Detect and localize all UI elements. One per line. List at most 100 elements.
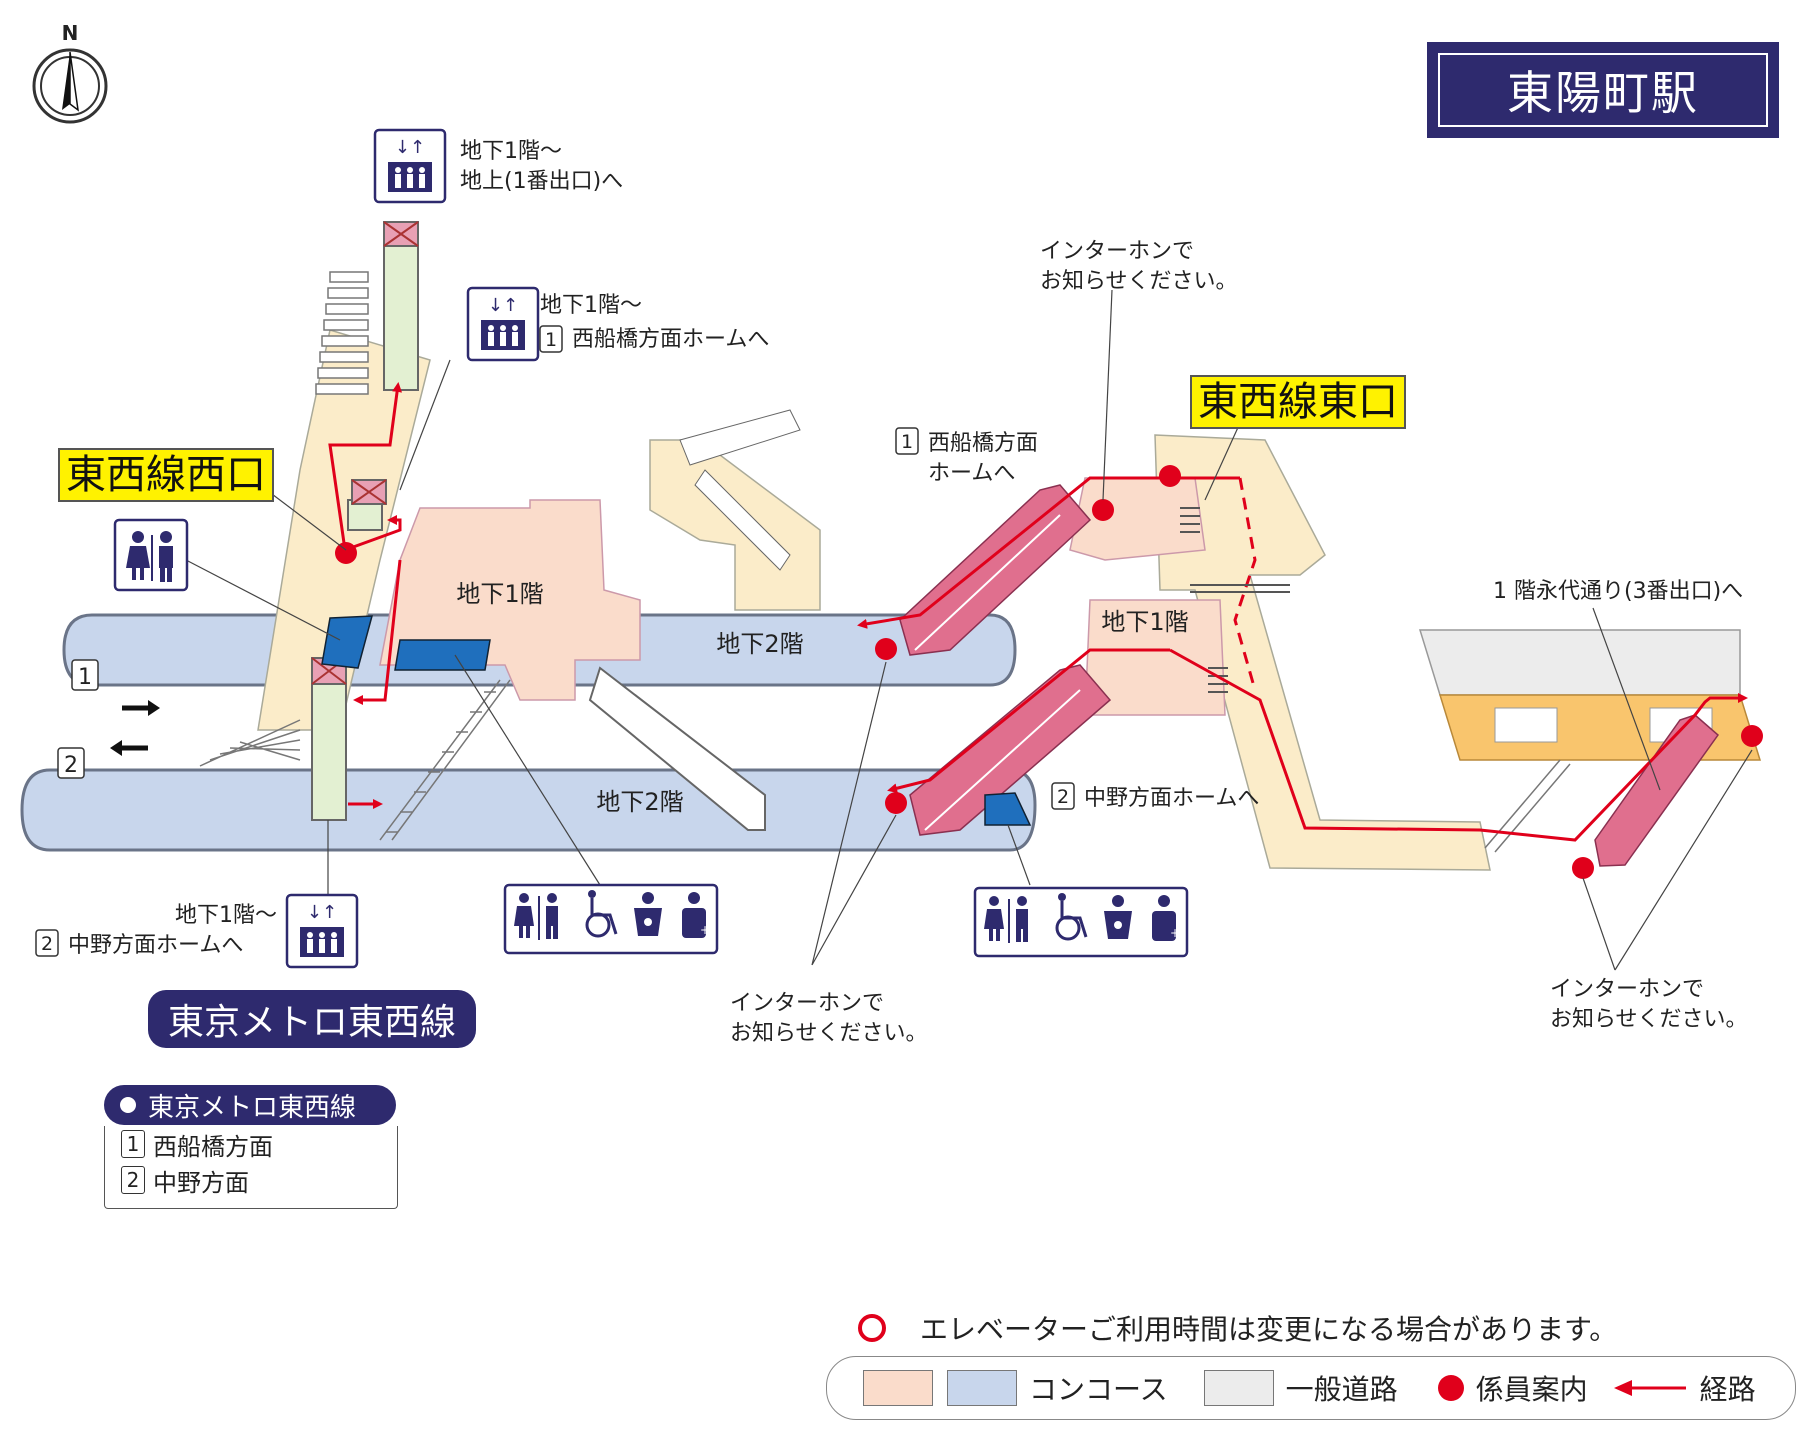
street-exit-text: 1 階永代通り(3番出口)へ [1493, 579, 1743, 604]
line-name-pill: 東京メトロ東西線 [148, 990, 476, 1048]
elevator-icon-top: ↓↑ [373, 128, 447, 204]
platform2-text: 中野方面ホームへ [1084, 786, 1259, 811]
stairs-center-down [379, 679, 511, 841]
elevator-icon-bottom: ↓↑ [285, 893, 359, 969]
elev-bottom-line2: 中野方面ホームへ [68, 933, 243, 958]
east-corridor [1154, 434, 1491, 871]
route-east-corridor [1169, 648, 1748, 842]
staff-dot-east-4 [885, 792, 907, 814]
toilet-icon-west [113, 518, 189, 592]
direction-row: 1 西船橋方面 [121, 1126, 397, 1162]
road-swatch [1203, 1370, 1274, 1406]
concourse-blue-swatch [947, 1370, 1017, 1406]
svg-text:+: + [700, 923, 710, 937]
line-dot-icon [120, 1097, 136, 1113]
route-west-mid [344, 515, 402, 552]
dashed-gate-line [1233, 477, 1257, 691]
elev-mid-num: 1 [545, 329, 557, 351]
elevator-note-text: エレベーターご利用時間は変更になる場合があります。 [920, 1313, 1618, 1346]
route-east-north [857, 476, 1170, 629]
escalator-east-north [899, 484, 1092, 656]
facility-icons-center: + [503, 883, 719, 955]
toilet-block-west [321, 615, 373, 669]
num-box-platform2 [1051, 782, 1075, 810]
staff-dot-east-2 [1092, 499, 1114, 521]
elevator-shaft-bottom [311, 657, 347, 821]
route-arrow-icon [1613, 1380, 1686, 1396]
facility-icons-east: + [973, 886, 1189, 958]
num-box-platform1 [895, 427, 919, 455]
route-west-down [353, 559, 402, 705]
platform1-line1: 西船橋方面 [928, 431, 1038, 456]
wheelchair-icon [585, 898, 618, 938]
elevator-note: エレベーターご利用時間は変更になる場合があります。 [858, 1308, 1617, 1348]
line-legend-title: 東京メトロ東西線 [148, 1092, 357, 1123]
escalator-street [1594, 714, 1720, 867]
svg-text:2: 2 [64, 753, 78, 778]
num-box-elev-mid [539, 325, 563, 353]
level-label-b1-west: 地下1階 [456, 580, 543, 608]
east-b1-upper [1069, 477, 1206, 561]
level-label-b1-east: 地下1階 [1101, 608, 1188, 636]
stairs-west-south [199, 719, 301, 767]
intercom-top-line2: お知らせください。 [1040, 269, 1238, 294]
staff-dot-west [335, 542, 357, 564]
station-name: 東陽町駅 [1507, 66, 1699, 120]
track-number-2: 2 [57, 747, 85, 779]
staff-dot-street-1 [1741, 725, 1763, 747]
route-east-south [887, 648, 1170, 794]
elev-bottom-line1: 地下1階〜 [175, 903, 277, 928]
ostomate-icon: + [682, 892, 710, 938]
staff-dot-icon [1437, 1375, 1464, 1401]
elev-mid-line1: 地下1階〜 [540, 293, 642, 318]
svg-text:1: 1 [78, 665, 92, 690]
staff-dot-east-3 [875, 638, 897, 660]
level-label-b2-north: 地下2階 [716, 630, 803, 658]
road-area [1418, 629, 1741, 696]
platform1-num: 1 [901, 431, 913, 453]
platform1-line2: ホームへ [928, 461, 1015, 486]
level-label-b2-south: 地下2階 [596, 788, 683, 816]
intercom-right-line2: お知らせください。 [1550, 1007, 1748, 1032]
elevator-icon-mid: ↓↑ [466, 286, 540, 362]
legend-staff: 係員案内 [1475, 1373, 1588, 1406]
svg-text:↓↑: ↓↑ [395, 137, 425, 158]
direction-label: 西船橋方面 [153, 1132, 273, 1161]
intercom-right-line1: インターホンで [1550, 977, 1704, 1002]
east-exit-label: 東西線東口 [1190, 375, 1406, 429]
station-title: 東陽町駅 [1427, 42, 1779, 138]
track-number-1: 1 [71, 659, 99, 691]
stairs-north-island [649, 409, 821, 611]
direction-legend: 1 西船橋方面 2 中野方面 [104, 1126, 398, 1209]
svg-text:+: + [1170, 926, 1180, 940]
legend-route: 経路 [1699, 1373, 1756, 1406]
intercom-top-line1: インターホンで [1040, 239, 1194, 264]
elev-top-line1: 地下1階〜 [460, 139, 562, 164]
legend-road: 一般道路 [1285, 1373, 1398, 1406]
route-west-up [328, 382, 403, 551]
staff-dot-street-2 [1572, 857, 1594, 879]
toilet-block-center [394, 639, 491, 671]
compass-icon: N [32, 21, 108, 124]
intercom-mid-line1: インターホンで [730, 991, 884, 1016]
escalator-west-b1-b2 [588, 666, 766, 831]
legend-concourse: コンコース [1029, 1373, 1168, 1406]
fare-gates-east [1180, 507, 1290, 693]
staff-dot-east-1 [1159, 465, 1181, 487]
line-legend-header: 東京メトロ東西線 [104, 1085, 396, 1125]
direction-arrows [110, 700, 160, 756]
num-box-elev-bottom [35, 929, 59, 957]
platform2-num: 2 [1057, 786, 1069, 808]
stairs-west-north [315, 271, 369, 395]
elev-top-line2: 地上(1番出口)へ [460, 169, 623, 194]
intercom-mid-line2: お知らせください。 [730, 1021, 928, 1046]
elevator-ring-icon [858, 1314, 886, 1342]
elevator-shaft-top [383, 221, 419, 391]
north-label: N [62, 21, 79, 45]
concourse-pink-swatch [863, 1370, 933, 1406]
toilet-block-east [984, 792, 1032, 826]
direction-label: 中野方面 [153, 1168, 249, 1197]
elevator-shaft-mid [347, 479, 387, 531]
map-legend: コンコース 一般道路 係員案内 経路 [826, 1356, 1796, 1420]
